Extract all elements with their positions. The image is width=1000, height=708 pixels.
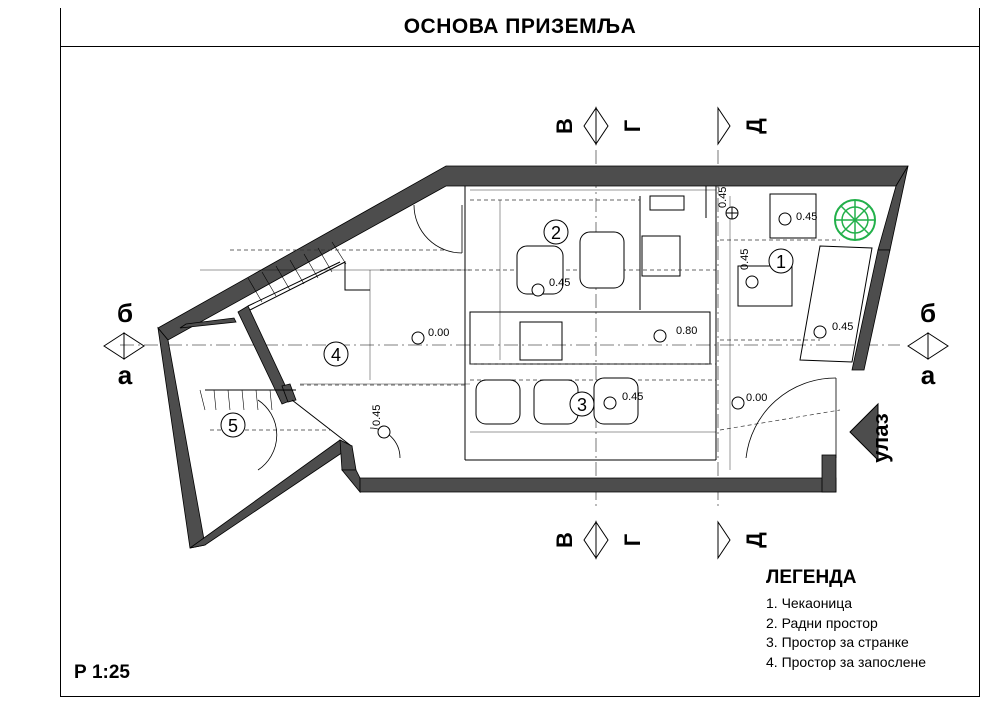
section-label-g: Г bbox=[620, 119, 645, 132]
room-number: 5 bbox=[228, 416, 238, 436]
level-label: 0.00 bbox=[428, 327, 449, 339]
exterior-walls bbox=[157, 165, 909, 549]
level-marker: 0.45 bbox=[717, 187, 739, 220]
section-label-a: а bbox=[118, 360, 133, 390]
level-label: 0.45 bbox=[739, 249, 751, 270]
room-number: 4 bbox=[331, 345, 341, 365]
sheet-frame bbox=[60, 46, 980, 697]
legend: ЛЕГЕНДА 1. Чекаоница 2. Радни простор 3.… bbox=[766, 567, 926, 672]
section-label-b: б bbox=[920, 298, 936, 328]
legend-item: 3. Простор за странке bbox=[766, 634, 909, 650]
partitions bbox=[205, 186, 873, 461]
level-markers: 0.45 0.45 0.45 0.45 0.45 0.45 bbox=[371, 187, 853, 439]
section-label-g: Г bbox=[620, 533, 645, 546]
level-label: 0.45 bbox=[622, 391, 643, 403]
level-marker: 0.45 bbox=[371, 405, 391, 439]
section-label-b: б bbox=[117, 298, 133, 328]
level-marker: 0.45 bbox=[531, 277, 570, 297]
legend-title: ЛЕГЕНДА bbox=[766, 567, 857, 588]
level-marker: 0.00 bbox=[731, 392, 767, 410]
section-marker-bottom: В Г Д bbox=[552, 520, 767, 560]
room-numbers bbox=[220, 219, 794, 438]
level-label: 0.80 bbox=[676, 325, 697, 337]
section-label-d: Д bbox=[742, 532, 767, 548]
section-marker-top: В Г Д bbox=[552, 106, 767, 146]
drawing-scale: Р 1:25 bbox=[74, 662, 130, 683]
level-label: 0.45 bbox=[549, 277, 570, 289]
door-swings bbox=[257, 204, 837, 471]
legend-item: 4. Простор за запослене bbox=[766, 653, 927, 670]
entrance-marker: улаз bbox=[849, 402, 893, 463]
section-marker-right: б а bbox=[907, 298, 949, 390]
section-label-d: Д bbox=[742, 118, 767, 134]
level-label: 0.00 bbox=[746, 392, 767, 404]
drawing-title: ОСНОВА ПРИЗЕМЉА bbox=[403, 15, 637, 38]
interior-walls bbox=[179, 305, 297, 405]
level-marker: 0.45 bbox=[603, 391, 643, 410]
section-axes bbox=[120, 150, 900, 510]
plant-symbol bbox=[834, 199, 876, 241]
chairs bbox=[475, 231, 639, 425]
level-marker: 0.45 bbox=[813, 321, 853, 339]
section-marker-left: б а bbox=[103, 298, 145, 390]
title-block: ОСНОВА ПРИЗЕМЉА bbox=[60, 8, 980, 47]
level-label: 0.45 bbox=[371, 405, 383, 426]
level-marker: 0.80 bbox=[653, 325, 697, 343]
level-marker: 0.45 bbox=[739, 249, 759, 289]
room-number: 1 bbox=[776, 252, 786, 272]
legend-item: 2. Радни простор bbox=[766, 614, 878, 631]
level-label: 0.45 bbox=[832, 321, 853, 333]
section-label-v: В bbox=[552, 118, 577, 134]
section-label-v: В bbox=[552, 532, 577, 548]
level-label: 0.45 bbox=[796, 211, 817, 223]
level-marker: 0.45 bbox=[778, 211, 817, 226]
entrance-label: улаз bbox=[868, 413, 893, 462]
level-label: 0.45 bbox=[717, 187, 729, 208]
stair-treads bbox=[199, 241, 347, 411]
room-number-labels: 1 2 3 4 5 bbox=[228, 223, 786, 436]
section-label-a: а bbox=[921, 360, 936, 390]
room-number: 3 bbox=[577, 395, 587, 415]
dimension-lines bbox=[200, 189, 731, 470]
legend-item: 1. Чекаоница bbox=[766, 595, 853, 611]
room-number: 2 bbox=[551, 223, 561, 243]
level-marker: 0.00 bbox=[411, 327, 449, 345]
